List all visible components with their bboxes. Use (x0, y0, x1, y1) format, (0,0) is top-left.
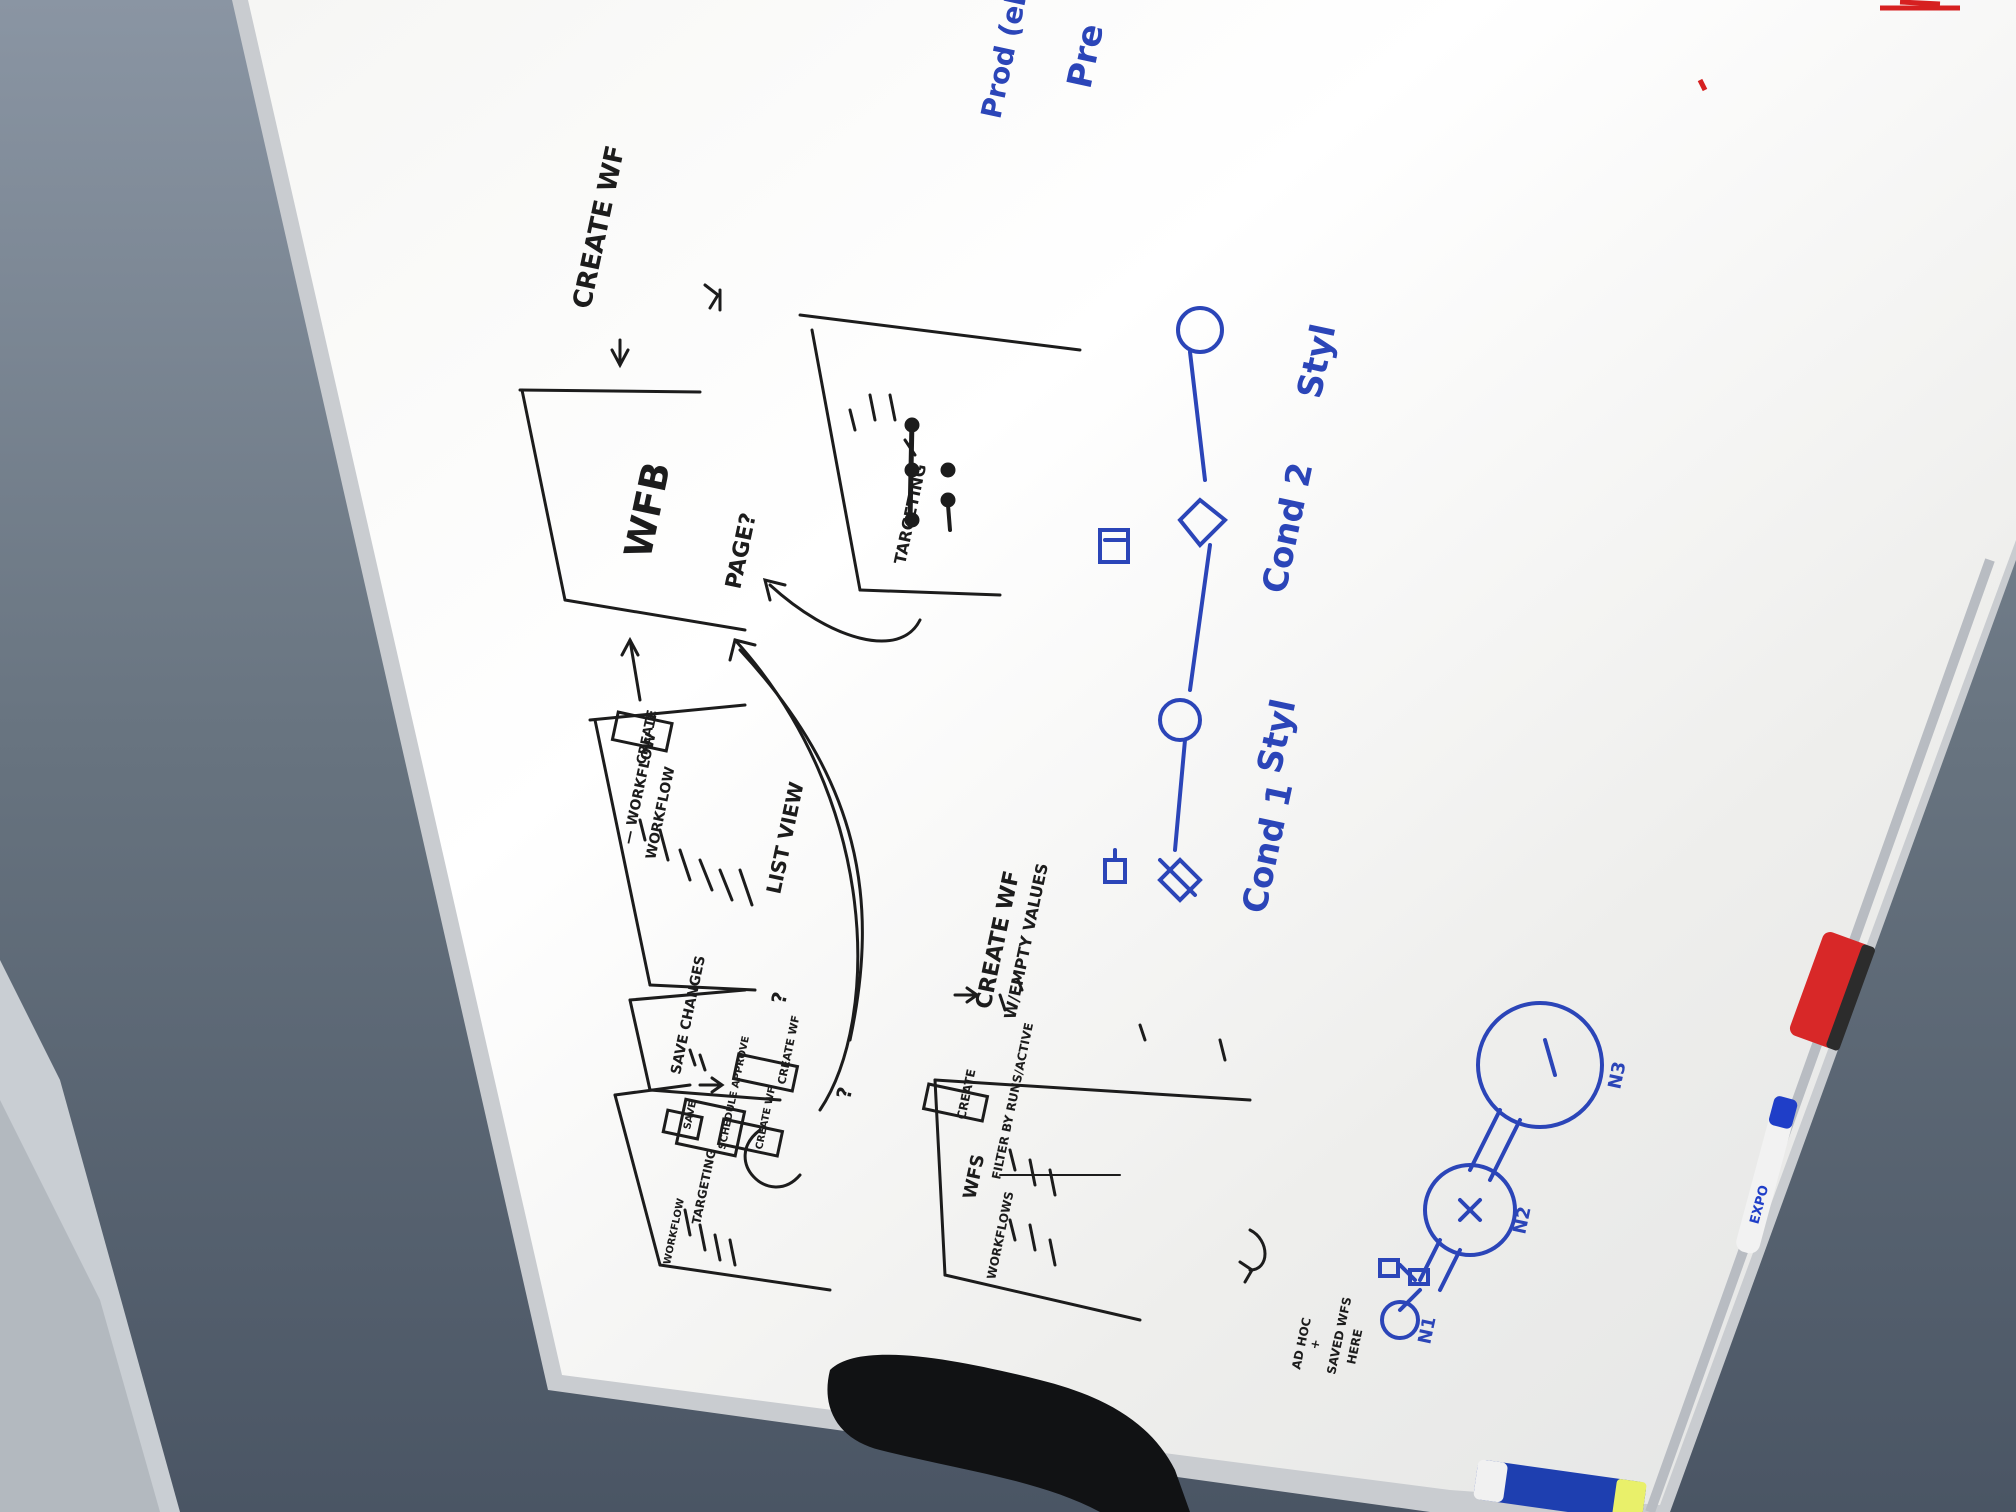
question-mark-1: ? (766, 990, 792, 1006)
red-ink (1697, 0, 1960, 92)
targeting-panel (798, 313, 1082, 352)
blue-diagram (1098, 306, 1604, 1340)
bottom-marker (1473, 1459, 1647, 1512)
question-mark-2: ? (831, 1085, 857, 1101)
targeting-sketch-frame (613, 1083, 692, 1097)
wfb-frame (518, 388, 702, 394)
black-cloth (827, 1354, 1190, 1512)
wfs-frame (933, 1078, 1252, 1102)
save-changes-frame (628, 988, 747, 1002)
wall-corner-shade (0, 1100, 160, 1512)
node-n1 (1380, 1300, 1420, 1340)
black-sketches (518, 283, 1267, 1322)
note-line2: + (1307, 1338, 1323, 1351)
board-surface (248, 0, 2016, 1505)
expo-marker: EXPO (1736, 1096, 1798, 1254)
node-n3 (1476, 1001, 1604, 1129)
red-eraser (1789, 932, 1875, 1051)
node-n2 (1423, 1163, 1517, 1257)
